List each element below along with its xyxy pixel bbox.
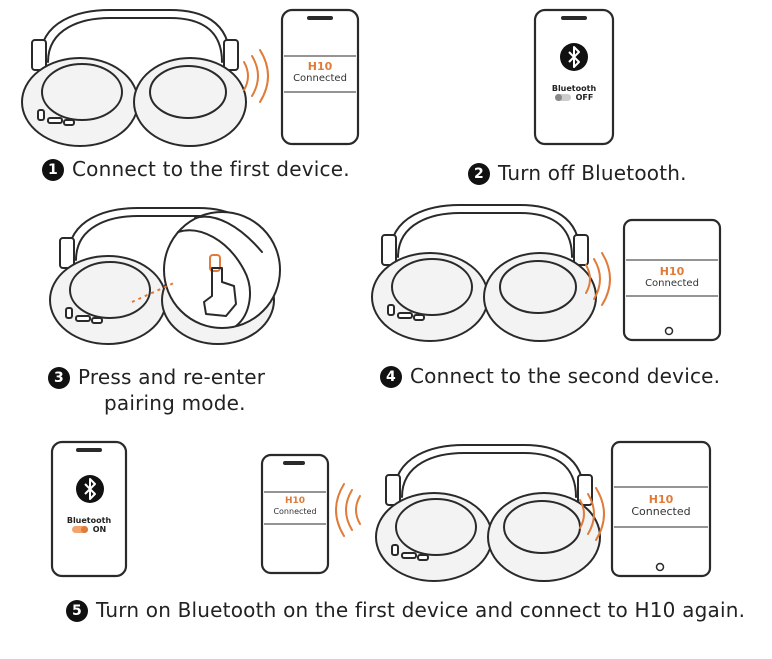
bluetooth-icon (75, 474, 105, 504)
tablet-icon (610, 440, 712, 578)
step-text: Turn off Bluetooth. (498, 161, 687, 185)
bluetooth-off-setting: Bluetooth OFF (538, 84, 610, 102)
step-number-badge: 2 (468, 163, 490, 185)
connection-status: Connected (273, 507, 317, 516)
phone-icon (260, 453, 330, 575)
device-name: H10 (284, 496, 306, 506)
bluetooth-icon (559, 42, 589, 72)
step-1-caption: 1 Connect to the first device. (42, 157, 350, 181)
step-text: Connect to the second device. (410, 364, 721, 388)
bluetooth-on-setting: Bluetooth ON (54, 516, 124, 534)
headphones-icon (371, 204, 597, 342)
step-4-caption: 4 Connect to the second device. (380, 364, 720, 388)
step-3-caption: 3 Press and re-enter pairing mode. (48, 364, 265, 416)
tablet-screen-status: H10 Connected (614, 493, 708, 518)
bluetooth-toggle (554, 94, 571, 101)
device-name: H10 (659, 265, 685, 278)
step-number-badge: 4 (380, 366, 402, 388)
step-text: Press and re-enter (78, 365, 266, 389)
step-number-badge: 1 (42, 159, 64, 181)
finger-press-icon (163, 211, 281, 329)
connection-status: Connected (631, 505, 691, 518)
tablet-icon (622, 218, 722, 342)
signal-waves-icon (335, 483, 361, 537)
connection-status: Connected (293, 73, 347, 84)
phone-icon (280, 8, 360, 146)
bluetooth-label: Bluetooth (66, 516, 112, 525)
phone-icon (533, 8, 615, 146)
step-text: Turn on Bluetooth on the first device an… (96, 598, 746, 622)
signal-waves-icon (243, 49, 269, 103)
connection-status: Connected (645, 278, 699, 289)
bluetooth-label: Bluetooth (551, 84, 597, 93)
bluetooth-state: ON (92, 525, 107, 534)
step-text: Connect to the first device. (72, 157, 350, 181)
device-name: H10 (307, 60, 333, 73)
step-text-continued: pairing mode. (104, 391, 246, 415)
tablet-screen-status: H10 Connected (626, 265, 718, 290)
headphones-icon (375, 444, 601, 582)
device-name: H10 (648, 493, 674, 506)
step-number-badge: 5 (66, 600, 88, 622)
step-2-caption: 2 Turn off Bluetooth. (468, 161, 687, 185)
step-number-badge: 3 (48, 367, 70, 389)
bluetooth-state: OFF (575, 93, 594, 102)
bluetooth-toggle (71, 526, 88, 533)
phone-screen-status: H10 Connected (264, 496, 326, 517)
phone-icon (50, 440, 128, 578)
phone-screen-status: H10 Connected (284, 60, 356, 85)
headphones-icon (21, 9, 247, 147)
step-5-caption: 5 Turn on Bluetooth on the first device a… (66, 598, 745, 622)
